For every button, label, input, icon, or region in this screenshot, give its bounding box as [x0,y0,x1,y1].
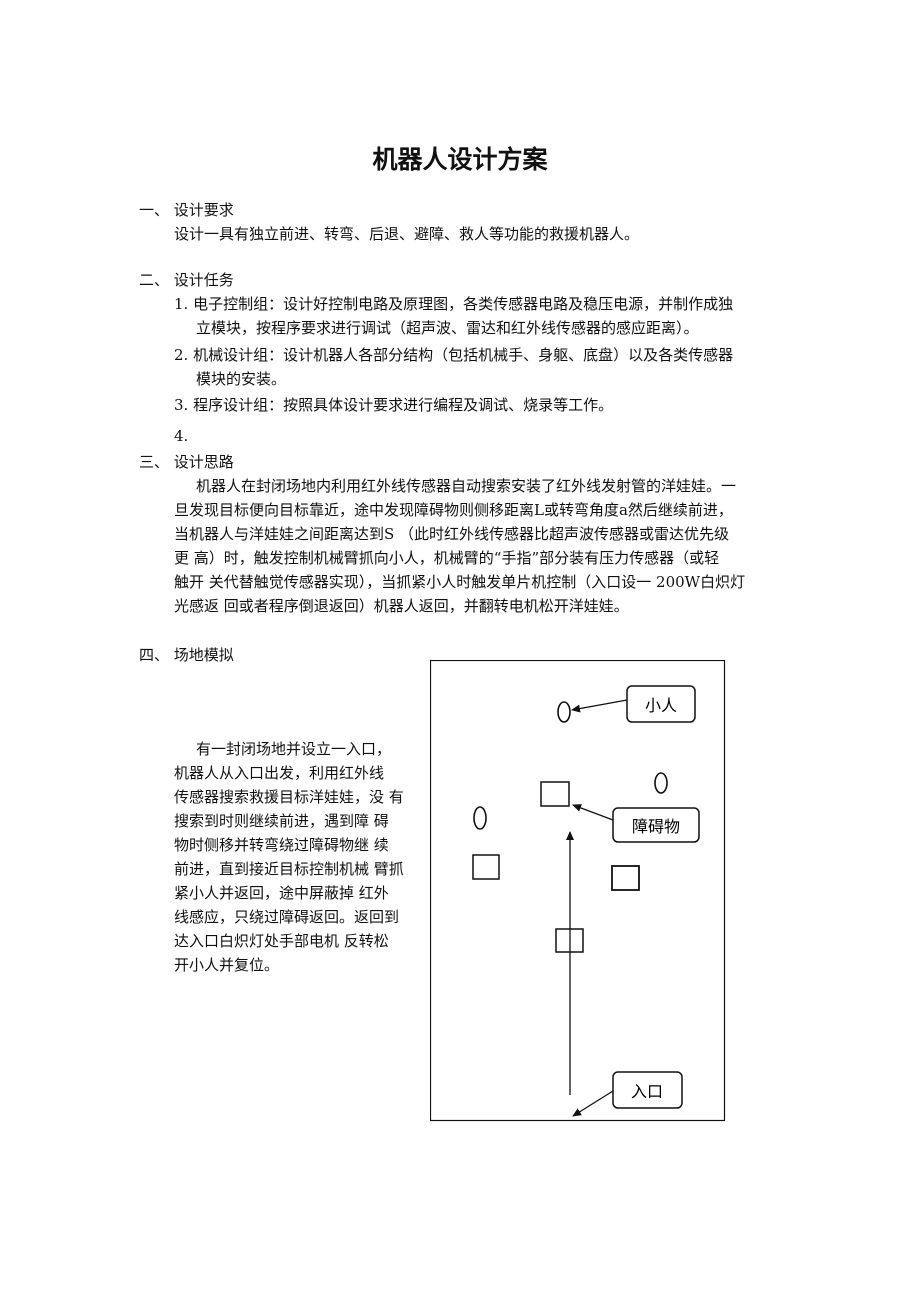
obstacle-icon [611,865,640,891]
obstacle-icon [540,781,570,807]
task-item-4: 4. [174,427,189,445]
design-idea-line-3: 当机器人与洋娃娃之间距离达到S （此时红外线传感器比超声波传感器或雷达优先级 [174,525,730,543]
doll-icon [473,806,487,830]
task-item-2-line-1: 2. 机械设计组：设计机器人各部分结构（包括机械手、身躯、底盘）以及各类传感器 [174,346,734,364]
section-4-heading: 四、 场地模拟 [139,646,234,664]
design-idea-line-4: 更 高）时，触发控制机械臂抓向小人，机械臂的“手指”部分装有压力传感器（或轻 [174,549,720,567]
entrance-arrow [572,1090,614,1117]
section-2-heading: 二、 设计任务 [139,271,234,289]
site-text-line-1: 有一封闭场地并设立一入口， [196,740,392,758]
section-1-heading: 一、 设计要求 [139,201,234,219]
obstacle-label: 障碍物 [632,817,680,836]
page-title: 机器人设计方案 [372,145,548,174]
entrance-label-box [612,1071,683,1109]
obstacle-arrow [572,804,614,821]
task-item-1-line-2: 立模块，按程序要求进行调试（超声波、雷达和红外线传感器的感应距离）。 [196,319,699,337]
site-text-line-2: 机器人从入口出发，利用红外线 [174,764,385,782]
site-text-line-5: 物时侧移并转弯绕过障碍物继 续 [174,836,389,854]
person-arrow [571,699,628,713]
site-text-line-8: 线感应，只绕过障碍返回。返回到 [174,908,400,926]
site-diagram: 小人 障碍物 入口 [430,660,726,1122]
task-item-2-line-2: 模块的安装。 [196,370,287,388]
design-idea-line-6: 光感返 回或者程序倒退返回）机器人返回，并翻转电机松开洋娃娃。 [174,597,629,615]
obstacle-label-box [612,807,700,843]
obstacle-icon [472,854,500,880]
site-text-line-6: 前进，直到接近目标控制机械 臂抓 [174,860,404,878]
site-text-line-9: 达入口白炽灯处手部电机 反转松 [174,932,389,950]
design-idea-line-5: 触开 关代替触觉传感器实现），当抓紧小人时触发单片机控制（入口设一 200W白炽… [174,573,746,591]
section-1-body: 设计一具有独立前进、转弯、后退、避障、救人等功能的救援机器人。 [174,225,640,243]
site-text-line-10: 开小人并复位。 [174,956,280,974]
task-item-3: 3. 程序设计组：按照具体设计要求进行编程及调试、烧录等工作。 [174,396,614,414]
design-idea-line-1: 机器人在封闭场地内利用红外线传感器自动搜索安装了红外线发射管的洋娃娃。一 [196,477,737,495]
task-item-1-line-1: 1. 电子控制组：设计好控制电路及原理图，各类传感器电路及稳压电源，并制作成独 [174,295,734,313]
site-text-line-4: 搜索到时则继续前进，遇到障 碍 [174,812,389,830]
section-3-heading: 三、 设计思路 [139,453,234,471]
person-label: 小人 [645,696,677,715]
person-label-box [626,685,696,723]
target-person-icon [557,701,571,723]
site-boundary [430,660,726,1122]
site-text-line-3: 传感器搜索救援目标洋娃娃，没 有 [174,788,404,806]
entrance-label: 入口 [631,1082,663,1101]
design-idea-line-2: 旦发现目标便向目标靠近，途中发现障碍物则侧移距离L或转弯角度a然后继续前进， [174,501,733,519]
site-text-line-7: 紧小人并返回，途中屏蔽掉 红外 [174,884,389,902]
doll-icon [654,772,668,794]
